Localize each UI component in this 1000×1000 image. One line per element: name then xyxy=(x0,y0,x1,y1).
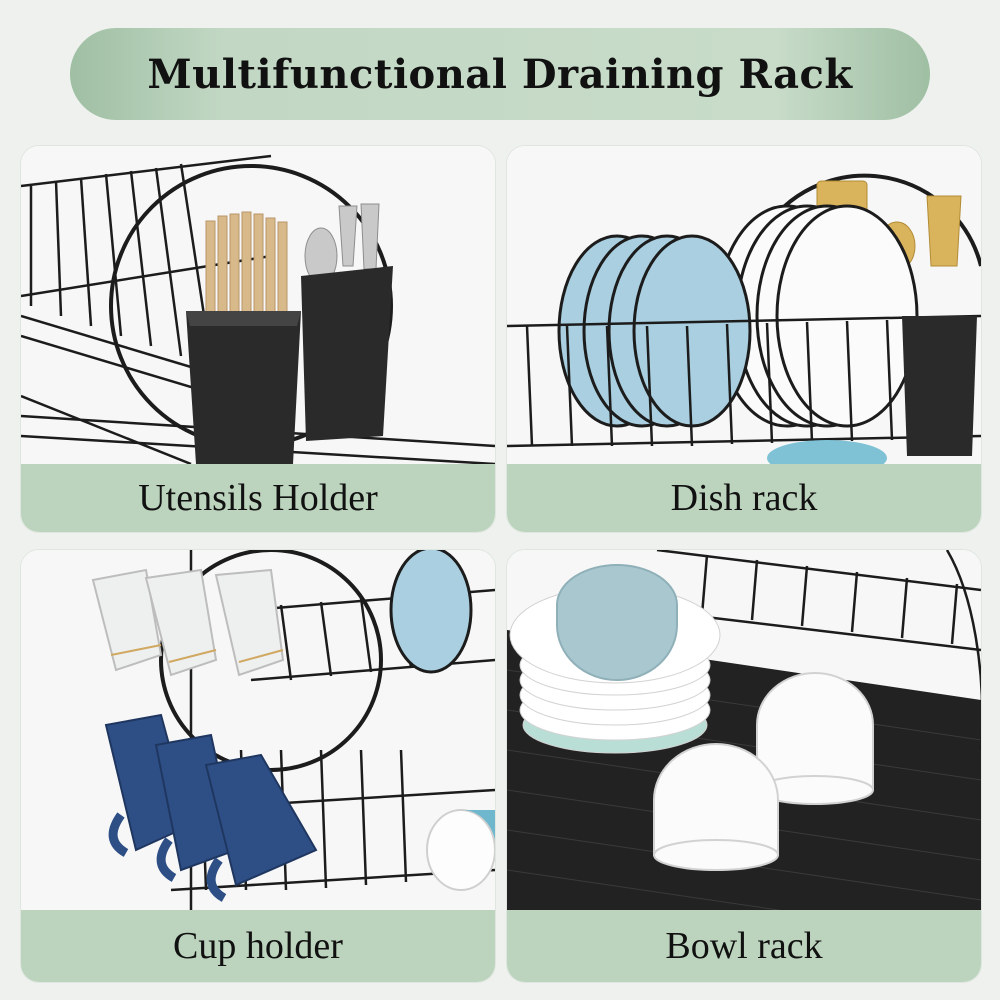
title-banner: Multifunctional Draining Rack xyxy=(70,28,930,120)
caption-utensils-holder: Utensils Holder xyxy=(138,477,378,519)
panel-utensils-holder: Utensils Holder xyxy=(21,146,495,532)
caption-bar: Cup holder xyxy=(21,910,495,982)
caption-bar: Utensils Holder xyxy=(21,464,495,532)
panel-bowl-rack: Bowl rack xyxy=(507,550,981,982)
caption-bar: Dish rack xyxy=(507,464,981,532)
page-title: Multifunctional Draining Rack xyxy=(147,50,853,98)
caption-dish-rack: Dish rack xyxy=(670,477,818,519)
caption-bowl-rack: Bowl rack xyxy=(665,925,823,967)
bowl-rack-photo xyxy=(507,550,981,910)
caption-bar: Bowl rack xyxy=(507,910,981,982)
utensils-holder-photo xyxy=(21,146,495,464)
panel-cup-holder: Cup holder xyxy=(21,550,495,982)
dish-rack-photo xyxy=(507,146,981,464)
panel-dish-rack: Dish rack xyxy=(507,146,981,532)
cup-holder-photo xyxy=(21,550,495,910)
caption-cup-holder: Cup holder xyxy=(173,925,343,967)
